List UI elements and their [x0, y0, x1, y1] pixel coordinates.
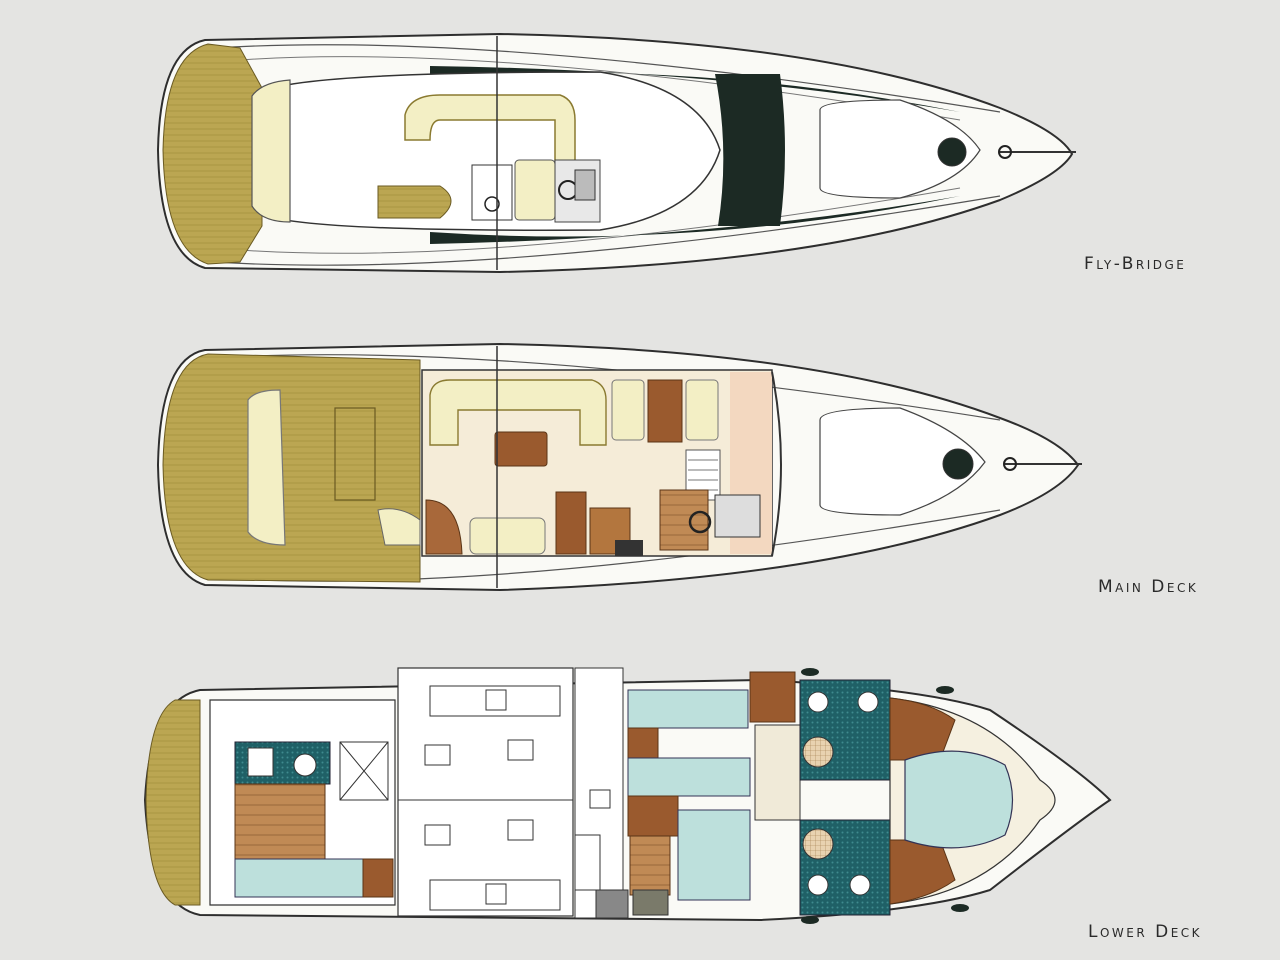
- main-anchor-hatch: [942, 448, 974, 480]
- lower-guest-bunk-1: [627, 689, 749, 729]
- main-deck-plan: [156, 342, 1082, 592]
- lower-crew-bunk: [234, 858, 364, 898]
- main-salon-sofa: [429, 379, 607, 446]
- main-cockpit-teak: [162, 353, 421, 583]
- lower-crew-floor: [234, 783, 326, 860]
- fly-windshield: [715, 74, 785, 226]
- lower-guest-bunk-2: [627, 757, 751, 797]
- fly-aft-sofa: [251, 79, 291, 223]
- lower-master-bed: [904, 750, 1014, 849]
- main-salon-settee: [469, 517, 546, 555]
- main-helm-wheel: [688, 510, 712, 534]
- fly-aft-teak: [162, 43, 263, 265]
- fly-bridge-plan: [156, 32, 1076, 274]
- fly-helm-console: [514, 159, 556, 221]
- main-salon-table: [494, 431, 548, 467]
- fly-bridge-label: Fly-Bridge: [1084, 254, 1187, 274]
- lower-swim-platform: [145, 699, 201, 906]
- fly-u-seating: [404, 94, 576, 196]
- fly-anchor-hatch: [937, 137, 967, 167]
- lower-guest-bed: [677, 809, 751, 901]
- lower-deck-plan: [143, 667, 1112, 924]
- lower-deck-label: Lower Deck: [1088, 922, 1203, 942]
- main-deck-label: Main Deck: [1098, 577, 1199, 597]
- fly-stairs: [377, 185, 452, 219]
- fly-deck-area: [261, 71, 721, 231]
- main-aft-sofa: [247, 389, 286, 546]
